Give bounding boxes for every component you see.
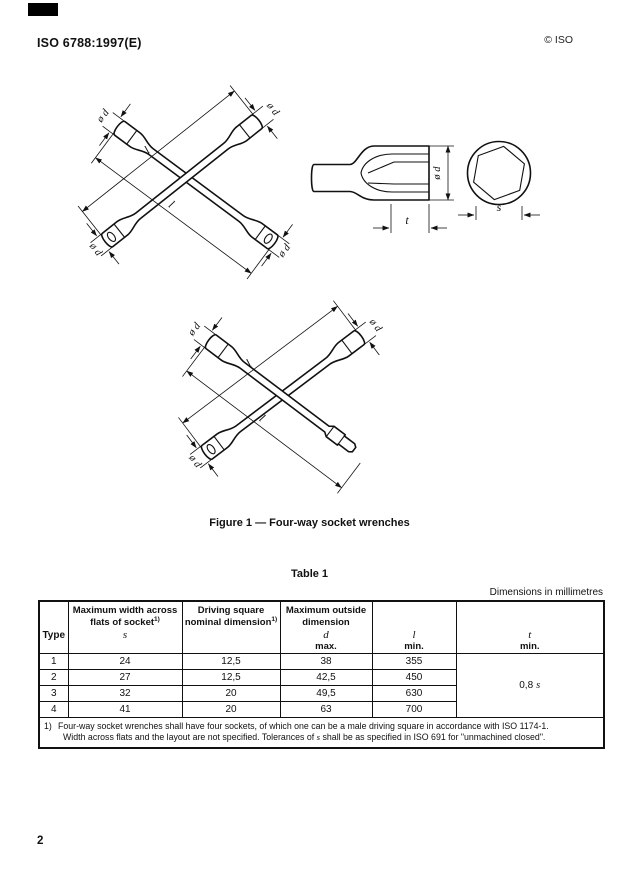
dim-label-depth: t bbox=[405, 213, 409, 227]
cell-square: 12,5 bbox=[181, 669, 281, 686]
cell-square: 12,5 bbox=[181, 653, 281, 670]
cell-l-min: 450 bbox=[371, 669, 457, 686]
dim-label-length: l bbox=[243, 356, 255, 370]
col-header-type: Type bbox=[38, 600, 69, 654]
dim-label-diameter: ø d bbox=[276, 242, 294, 261]
footnote-marker: 1) bbox=[44, 721, 52, 731]
figure-caption: Figure 1 — Four-way socket wrenches bbox=[209, 517, 410, 529]
cell-l-min: 630 bbox=[371, 685, 457, 702]
table-footnote-row: 1)Four-way socket wrenches shall have fo… bbox=[38, 717, 605, 749]
figure-drawing: l ø d ø d l ø d bbox=[77, 85, 540, 494]
table-caption: Table 1 bbox=[290, 568, 329, 580]
footnote-ref: 1) bbox=[154, 615, 160, 623]
dim-label-across-flats: s bbox=[497, 200, 502, 214]
cell-d-max: 42,5 bbox=[279, 669, 373, 686]
dim-label-length: l bbox=[166, 198, 178, 212]
cell-s: 41 bbox=[67, 701, 183, 718]
table-footnote: 1)Four-way socket wrenches shall have fo… bbox=[38, 717, 605, 749]
dim-label-diameter: ø d bbox=[94, 107, 112, 126]
cell-d-max: 63 bbox=[279, 701, 373, 718]
cell-s: 24 bbox=[67, 653, 183, 670]
col-header-length: l min. bbox=[371, 600, 457, 654]
cell-d-max: 38 bbox=[279, 653, 373, 670]
scan-registration-mark bbox=[28, 3, 58, 16]
col-header-width-across-flats: Maximum width across flats of socket1) s bbox=[67, 600, 183, 654]
col-header-depth: t min. bbox=[455, 600, 605, 654]
cell-type: 4 bbox=[38, 701, 69, 718]
cell-l-min: 355 bbox=[371, 653, 457, 670]
socket-end-view: s bbox=[458, 140, 540, 220]
standard-reference: ISO 6788:1997(E) bbox=[37, 36, 142, 50]
cell-square: 20 bbox=[181, 685, 281, 702]
cell-type: 3 bbox=[38, 685, 69, 702]
page-number: 2 bbox=[37, 835, 44, 847]
cell-l-min: 700 bbox=[371, 701, 457, 718]
dim-label-diameter: ø d bbox=[186, 320, 204, 338]
col-header-outside-dimension: Maximum outside dimension d max. bbox=[279, 600, 373, 654]
cell-s: 32 bbox=[67, 685, 183, 702]
table-row: 3 32 20 49,5 630 bbox=[38, 685, 604, 702]
socket-section-view: ø d t bbox=[310, 145, 454, 233]
dim-label-diameter: ø d bbox=[264, 100, 282, 118]
col-header-driving-square: Driving square nominal dimension1) bbox=[181, 600, 281, 654]
cell-square: 20 bbox=[181, 701, 281, 718]
dim-label-diameter: ø d bbox=[432, 166, 443, 181]
dim-label-length: l bbox=[257, 411, 269, 425]
dimensions-table: Type Maximum width across flats of socke… bbox=[38, 600, 605, 749]
dim-label-length: l bbox=[141, 143, 153, 156]
cell-type: 2 bbox=[38, 669, 69, 686]
dim-label-diameter: ø d bbox=[366, 316, 384, 334]
footnote-ref: 1) bbox=[271, 615, 278, 623]
cell-s: 27 bbox=[67, 669, 183, 686]
table-row: 4 41 20 63 700 bbox=[38, 701, 604, 718]
cell-d-max: 49,5 bbox=[279, 685, 373, 702]
table-header-row: Type Maximum width across flats of socke… bbox=[38, 600, 605, 654]
cell-type: 1 bbox=[38, 653, 69, 670]
units-note: Dimensions in millimetres bbox=[489, 587, 603, 598]
copyright-notice: © ISO bbox=[544, 34, 573, 46]
